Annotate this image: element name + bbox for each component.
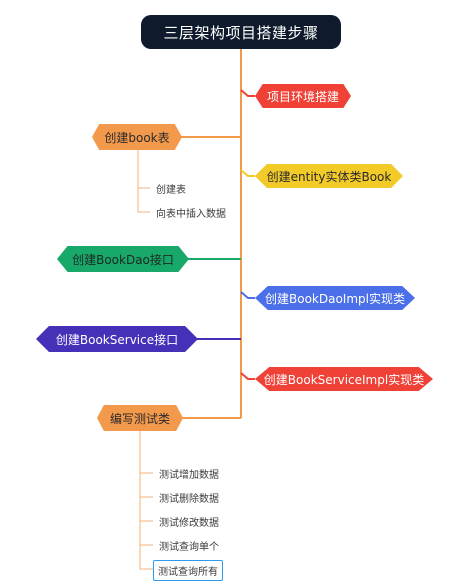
leaf-test-query-all[interactable]: 测试查询所有	[153, 560, 223, 581]
leaf-test-update[interactable]: 测试修改数据	[159, 518, 219, 529]
node-bookservice-interface[interactable]: 创建BookService接口	[36, 326, 198, 352]
connector-book-children	[137, 150, 150, 213]
node-project-env[interactable]: 项目环境搭建	[255, 84, 351, 108]
node-bookserviceimpl[interactable]: 创建BookServiceImpl实现类	[255, 367, 433, 391]
node-test-class[interactable]: 编写测试类	[97, 405, 183, 431]
node-bookdaoimpl[interactable]: 创建BookDaoImpl实现类	[255, 286, 415, 310]
connector-serviceimpl	[240, 372, 255, 380]
node-book-table[interactable]: 创建book表	[92, 124, 182, 150]
root-node[interactable]: 三层架构项目搭建步骤	[141, 15, 341, 49]
leaf-test-add[interactable]: 测试增加数据	[159, 470, 219, 481]
leaf-insert-data[interactable]: 向表中插入数据	[156, 209, 226, 220]
connector-project-env	[240, 89, 255, 97]
leaf-create-table[interactable]: 创建表	[156, 185, 186, 196]
node-entity-book[interactable]: 创建entity实体类Book	[255, 164, 403, 188]
connector-daoimpl	[240, 291, 255, 299]
connector-entity	[240, 169, 255, 177]
leaf-test-delete[interactable]: 测试删除数据	[159, 494, 219, 505]
connector-test-children	[139, 430, 153, 570]
leaf-test-query-one[interactable]: 测试查询单个	[159, 542, 219, 553]
node-bookdao-interface[interactable]: 创建BookDao接口	[57, 246, 189, 272]
